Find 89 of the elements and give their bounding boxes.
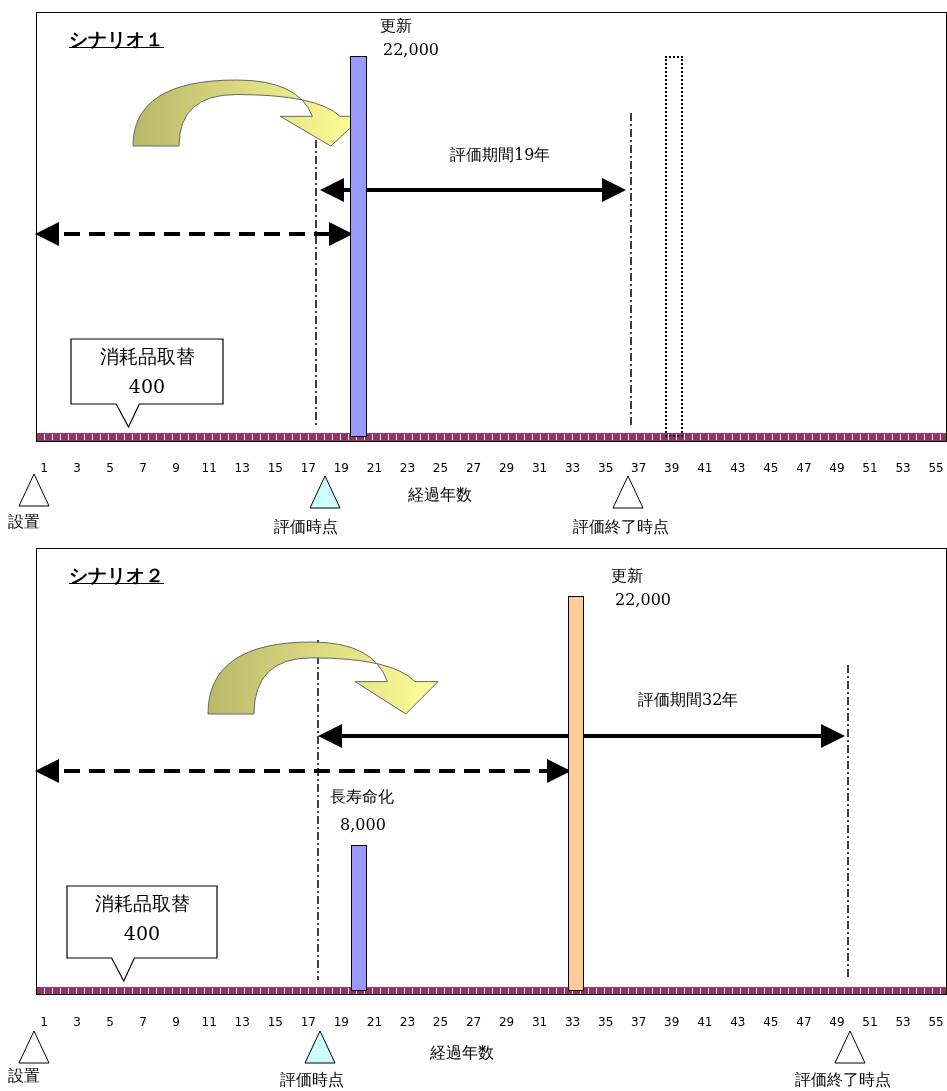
axis-tick-label: 1 <box>39 1015 49 1029</box>
axis-tick-label: 33 <box>564 1015 582 1029</box>
triangle-marker <box>304 1030 336 1064</box>
point-label: 設置 <box>8 512 40 532</box>
axis-tick-label: 11 <box>200 1015 218 1029</box>
axis-tick-label: 35 <box>597 1015 615 1029</box>
axis-tick-label: 45 <box>762 461 780 475</box>
axis-tick-label: 39 <box>663 1015 681 1029</box>
axis-tick-label: 17 <box>299 461 317 475</box>
axis-tick-label: 29 <box>497 461 516 475</box>
axis-tick-label: 19 <box>332 461 350 475</box>
axis-tick-label: 41 <box>696 1015 714 1029</box>
axis-tick-label: 49 <box>828 1015 846 1029</box>
axis-tick-label: 55 <box>927 461 945 475</box>
bar <box>568 596 584 991</box>
axis-tick-label: 27 <box>464 1015 483 1029</box>
axis-tick-label: 5 <box>105 461 115 475</box>
triangle-marker <box>309 475 341 509</box>
axis-tick-label: 3 <box>72 461 82 475</box>
axis-tick-label: 7 <box>138 1015 148 1029</box>
axis-tick-label: 17 <box>299 1015 317 1029</box>
bar-value-label: 更新 <box>611 566 643 586</box>
callout-text: 400 <box>122 923 162 943</box>
bar <box>665 56 683 437</box>
bar-value-label: 22,000 <box>615 590 671 610</box>
point-label: 評価終了時点 <box>573 517 669 537</box>
axis-title: 経過年数 <box>430 1043 494 1063</box>
callout-text: 400 <box>127 376 167 396</box>
dashed-arrow <box>35 759 571 783</box>
axis-tick-label: 31 <box>530 461 549 475</box>
point-label: 評価終了時点 <box>795 1070 891 1090</box>
axis-tick-label: 21 <box>365 461 384 475</box>
axis-tick-label: 43 <box>729 1015 747 1029</box>
point-label: 評価時点 <box>274 517 338 537</box>
axis-tick-label: 25 <box>431 1015 450 1029</box>
axis-tick-label: 43 <box>729 461 747 475</box>
axis-tick-label: 47 <box>795 1015 813 1029</box>
axis-tick-label: 15 <box>266 461 284 475</box>
axis-tick-label: 7 <box>138 461 148 475</box>
bar <box>351 845 367 991</box>
triangle-marker <box>612 475 644 509</box>
axis-tick-label: 45 <box>762 1015 780 1029</box>
point-label: 設置 <box>8 1066 40 1086</box>
axis-tick-label: 39 <box>663 461 681 475</box>
axis-title: 経過年数 <box>408 485 472 505</box>
axis-tick-label: 19 <box>332 1015 350 1029</box>
axis-tick-label: 51 <box>861 461 879 475</box>
callout-text: 消耗品取替 <box>93 893 191 913</box>
bar-value-label: 8,000 <box>340 815 386 835</box>
period-label: 評価期間19年 <box>450 145 551 165</box>
axis-tick-label: 33 <box>564 461 582 475</box>
callout-text: 消耗品取替 <box>98 346 196 366</box>
axis-tick-label: 11 <box>200 461 218 475</box>
bar-value-label: 22,000 <box>383 40 439 60</box>
axis-tick-label: 35 <box>597 461 615 475</box>
bar <box>350 56 367 437</box>
axis-tick-label: 21 <box>365 1015 384 1029</box>
axis-tick-label: 9 <box>171 461 181 475</box>
triangle-marker <box>18 473 50 507</box>
axis-tick-label: 53 <box>894 461 912 475</box>
axis-tick-label: 29 <box>497 1015 516 1029</box>
axis-tick-label: 23 <box>398 1015 417 1029</box>
axis-tick-label: 37 <box>630 1015 648 1029</box>
axis-tick-label: 41 <box>696 461 714 475</box>
axis-tick-label: 55 <box>927 1015 945 1029</box>
axis-tick-label: 53 <box>894 1015 912 1029</box>
point-label: 評価時点 <box>280 1070 344 1090</box>
axis-tick-label: 13 <box>233 1015 251 1029</box>
scenario-heading: シナリオ１ <box>69 29 164 49</box>
triangle-marker <box>18 1030 50 1064</box>
axis-tick-label: 5 <box>105 1015 115 1029</box>
period-label: 評価期間32年 <box>638 690 739 710</box>
scenario-heading: シナリオ２ <box>69 565 164 585</box>
axis-tick-label: 25 <box>431 461 450 475</box>
bar-value-label: 更新 <box>380 16 412 36</box>
bar-value-label: 長寿命化 <box>330 787 394 807</box>
axis-tick-label: 15 <box>266 1015 284 1029</box>
triangle-marker <box>834 1030 866 1064</box>
axis-tick-label: 1 <box>39 461 49 475</box>
axis-tick-label: 31 <box>530 1015 549 1029</box>
axis-tick-label: 37 <box>630 461 648 475</box>
axis-tick-label: 23 <box>398 461 417 475</box>
axis-tick-label: 49 <box>828 461 846 475</box>
axis-tick-label: 13 <box>233 461 251 475</box>
axis-tick-label: 3 <box>72 1015 82 1029</box>
axis-tick-label: 27 <box>464 461 483 475</box>
axis-tick-label: 9 <box>171 1015 181 1029</box>
axis-tick-label: 51 <box>861 1015 879 1029</box>
axis-tick-label: 47 <box>795 461 813 475</box>
